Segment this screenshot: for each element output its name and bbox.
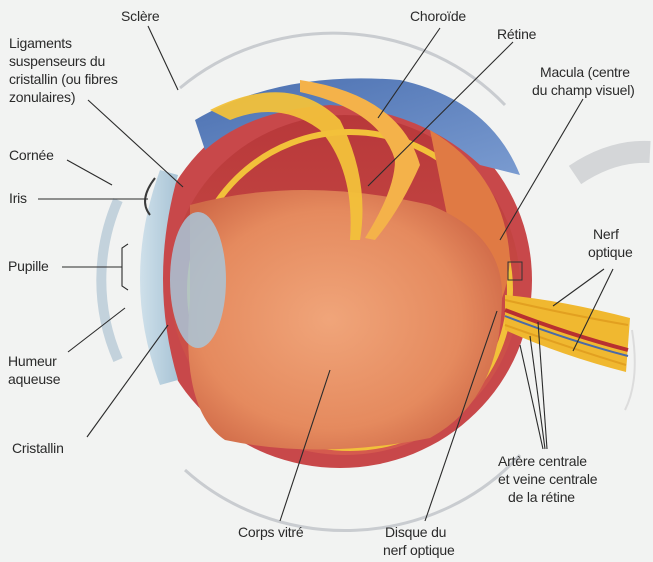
halo-arc-left	[101, 200, 118, 360]
label-sclere: Sclère	[121, 8, 159, 25]
label-pupille: Pupille	[8, 258, 49, 275]
label-choroide: Choroïde	[410, 8, 466, 25]
vitreous-body	[188, 190, 502, 450]
label-cristallin: Cristallin	[12, 440, 64, 457]
pupille-bracket	[122, 244, 128, 290]
label-ligaments-line2: suspenseurs du	[9, 53, 105, 70]
leader-cornee	[67, 160, 112, 185]
label-macula-line2: du champ visuel)	[532, 82, 635, 99]
label-macula-line1: Macula (centre	[540, 64, 630, 81]
label-iris: Iris	[9, 190, 27, 207]
label-ligaments-line3: cristallin (ou fibres	[9, 71, 118, 88]
label-retine: Rétine	[497, 26, 536, 43]
label-nerf-line2: optique	[588, 244, 633, 261]
leader-sclere	[148, 26, 178, 90]
lens	[170, 212, 226, 348]
label-humeur-line2: aqueuse	[8, 371, 60, 388]
label-ligaments-line4: zonulaires)	[9, 89, 75, 106]
label-artere-line2: et veine centrale	[498, 471, 597, 488]
leader-artere-1	[520, 345, 543, 449]
background-arrow-icon	[575, 152, 650, 175]
leader-ligaments	[88, 100, 183, 187]
label-nerf-line1: Nerf	[593, 226, 619, 243]
label-ligaments-line1: Ligaments	[9, 35, 72, 52]
label-disque-line1: Disque du	[385, 524, 446, 541]
label-artere-line3: de la rétine	[508, 489, 575, 506]
label-cornee: Cornée	[9, 147, 54, 164]
leader-nerf-1	[553, 269, 604, 306]
label-artere-line1: Artère centrale	[498, 453, 587, 470]
label-humeur-line1: Humeur	[8, 353, 57, 370]
label-disque-line2: nerf optique	[383, 542, 455, 559]
label-corps-vitre: Corps vitré	[238, 524, 303, 541]
leader-cristallin	[87, 325, 168, 437]
